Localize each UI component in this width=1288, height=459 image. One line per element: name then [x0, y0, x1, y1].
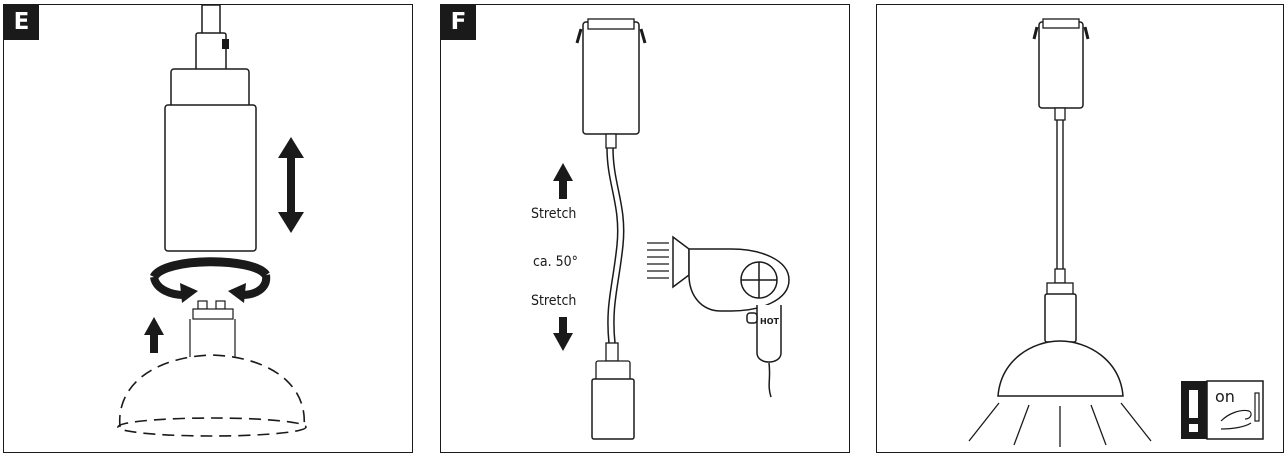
cable-icon [606, 147, 625, 344]
on-label: on [1215, 387, 1235, 406]
step-badge-f: F [441, 5, 476, 40]
rotate-arrows-icon [149, 257, 271, 303]
final-step-panel: on [876, 4, 1284, 453]
stretch-label-top: Stretch [531, 206, 577, 222]
hot-label: HOT [760, 317, 779, 326]
stretch-label-bottom: Stretch [531, 293, 577, 309]
light-rays-icon [968, 402, 1152, 447]
lamp-shade-icon [117, 5, 307, 437]
up-arrow-icon [144, 317, 164, 353]
gu10-bulb-icon [189, 300, 236, 357]
step-e-panel: E [3, 4, 413, 453]
angle-label: ca. 50° [533, 254, 578, 270]
step-f-panel: F [440, 4, 850, 453]
hair-dryer-icon [647, 235, 790, 398]
warning-exclamation-icon [1181, 381, 1207, 439]
down-arrow-icon [553, 317, 573, 351]
pendant-lamp-icon [968, 18, 1264, 447]
up-arrow-icon [553, 163, 573, 199]
ceiling-canopy-icon [553, 18, 790, 440]
switch-hand-icon [1220, 392, 1260, 430]
up-down-arrow-icon [278, 137, 304, 233]
step-badge-e: E [4, 5, 39, 40]
